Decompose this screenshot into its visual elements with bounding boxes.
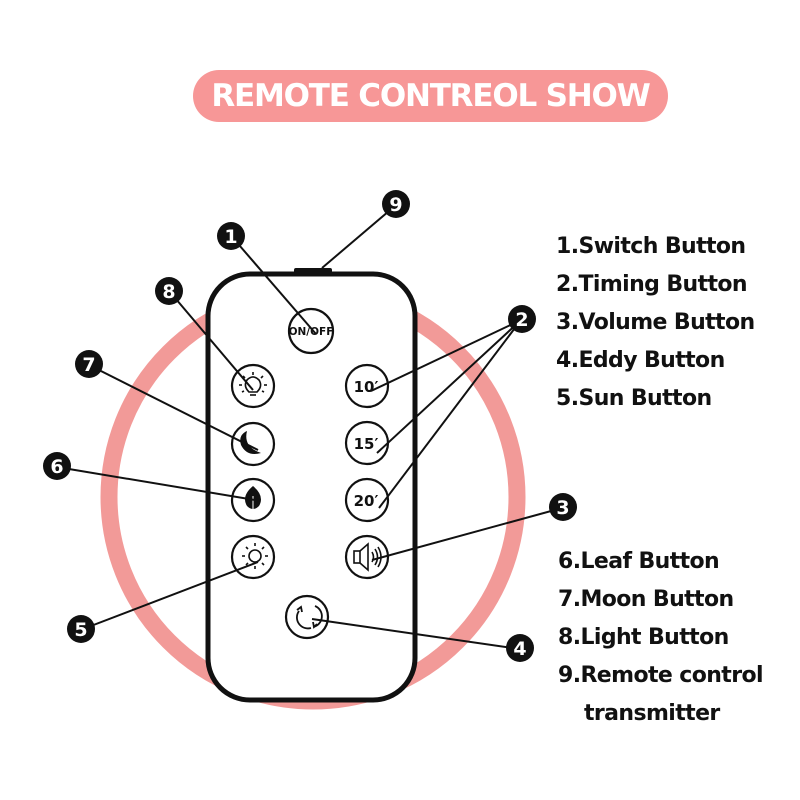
legend-item: 9.Remote control — [558, 663, 764, 688]
page-title: REMOTE CONTREOL SHOW — [211, 78, 651, 114]
sun-icon — [242, 543, 268, 569]
callout-1: 1 — [217, 222, 245, 250]
on-off-label: ON/OFF — [289, 326, 334, 338]
moon-icon — [240, 431, 261, 454]
legend-item: 1.Switch Button — [556, 234, 746, 259]
leader-lines — [56, 204, 563, 650]
timer-10-label: 10′ — [354, 378, 379, 396]
svg-text:2: 2 — [515, 309, 528, 331]
legend-group-2: 6.Leaf Button 7.Moon Button 8.Light Butt… — [558, 543, 764, 733]
svg-text:1: 1 — [224, 226, 237, 248]
legend-item: 2.Timing Button — [556, 272, 748, 297]
callout-3: 3 — [549, 493, 577, 521]
on-off-button[interactable]: ON/OFF — [287, 307, 335, 355]
svg-text:7: 7 — [82, 354, 95, 376]
legend-item: 7.Moon Button — [558, 587, 734, 612]
legend-item: 5.Sun Button — [556, 386, 712, 411]
callout-2: 2 — [508, 305, 536, 333]
legend-item: 6.Leaf Button — [558, 549, 720, 574]
callout-8: 8 — [155, 277, 183, 305]
legend-item: transmitter — [584, 701, 720, 726]
timer-15-button[interactable]: 15′ — [344, 420, 390, 466]
svg-text:8: 8 — [162, 281, 175, 303]
timer-20-label: 20′ — [354, 492, 379, 510]
moon-button[interactable] — [230, 421, 276, 467]
legend-item: 3.Volume Button — [556, 310, 755, 335]
light-button[interactable] — [230, 363, 276, 409]
svg-text:9: 9 — [389, 194, 402, 216]
legend-group-1: 1.Switch Button 2.Timing Button 3.Volume… — [556, 228, 755, 418]
bulb-icon — [239, 372, 267, 396]
sun-button[interactable] — [230, 534, 276, 580]
rotate-icon — [296, 605, 323, 630]
svg-text:4: 4 — [513, 638, 526, 660]
callout-6: 6 — [43, 452, 71, 480]
title-banner: REMOTE CONTREOL SHOW — [193, 70, 668, 122]
svg-text:5: 5 — [74, 619, 87, 641]
eddy-button[interactable] — [284, 594, 330, 640]
timer-15-label: 15′ — [354, 435, 379, 453]
timer-10-button[interactable]: 10′ — [344, 363, 390, 409]
callout-4: 4 — [506, 634, 534, 662]
svg-text:3: 3 — [556, 497, 569, 519]
timer-20-button[interactable]: 20′ — [344, 477, 390, 523]
svg-text:6: 6 — [50, 456, 63, 478]
volume-button[interactable] — [344, 534, 390, 580]
callout-9: 9 — [382, 190, 410, 218]
legend-item: 4.Eddy Button — [556, 348, 725, 373]
transmitter — [294, 268, 332, 276]
callout-7: 7 — [75, 350, 103, 378]
legend-item: 8.Light Button — [558, 625, 729, 650]
callout-5: 5 — [67, 615, 95, 643]
